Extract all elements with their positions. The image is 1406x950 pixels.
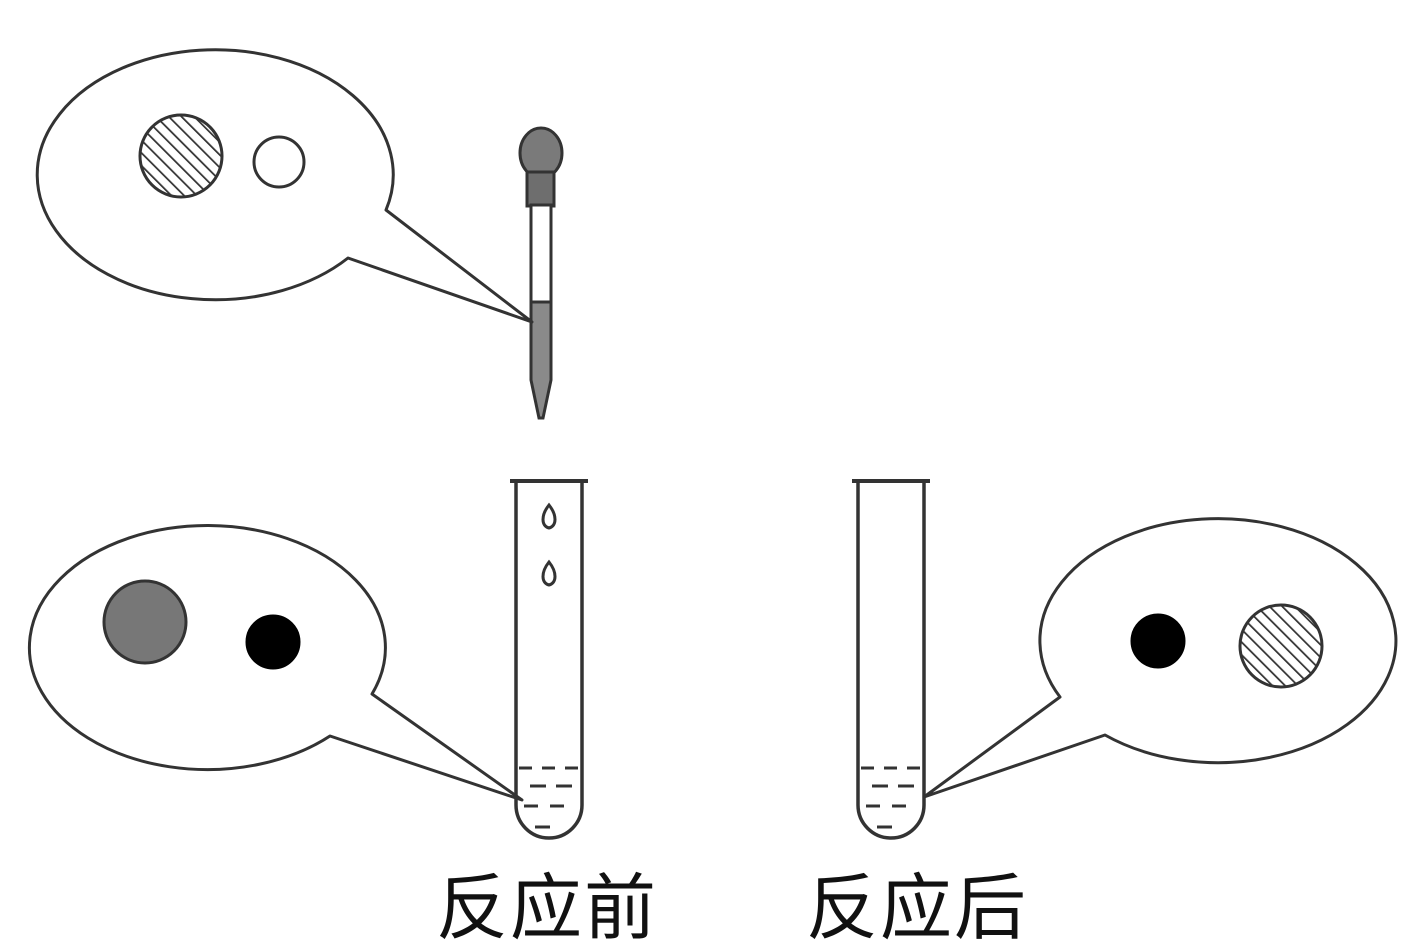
caption-before-reaction: 反应前 [436, 866, 659, 950]
dropper-collar [525, 170, 556, 208]
particle-open [252, 135, 306, 189]
tube-before-liquid [519, 766, 578, 829]
particle-hatched [1238, 603, 1324, 689]
particle-gray [102, 579, 188, 665]
falling-drop [541, 559, 557, 587]
dropper [518, 126, 564, 420]
dropper-liquid [529, 300, 553, 420]
caption-after-reaction: 反应后 [806, 866, 1029, 950]
test-tube-before [510, 479, 588, 840]
particle-hatched [138, 113, 224, 199]
tube-after-liquid [861, 766, 920, 829]
particles-after-solution [1130, 603, 1324, 689]
particles-before-solution [102, 579, 301, 670]
falling-drop [541, 502, 557, 530]
tube-before-body [514, 483, 584, 840]
dropper-glass-tube [529, 203, 553, 307]
particles-dropper-solution [138, 113, 306, 199]
particle-black [245, 614, 301, 670]
test-tube-after [852, 479, 930, 840]
tube-after-body [856, 483, 926, 840]
particle-black [1130, 613, 1186, 669]
